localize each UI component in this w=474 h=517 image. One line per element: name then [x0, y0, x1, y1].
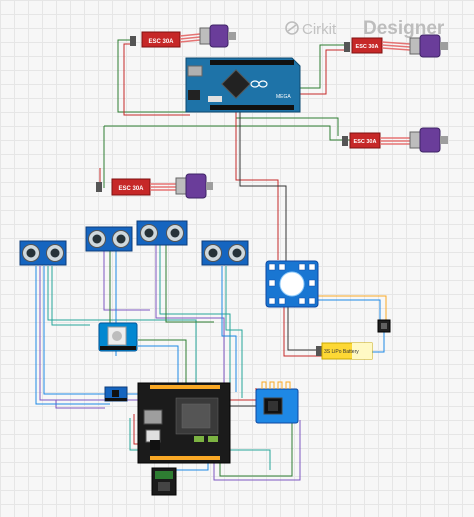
- wire-gps-green[interactable]: [138, 339, 187, 392]
- ultrasonic-sensor-1[interactable]: [19, 240, 67, 266]
- esc-right-mid-motor-wires: [380, 137, 410, 145]
- esc-top-label: ESC 30A: [148, 39, 174, 45]
- wire-esc-right-top-signal[interactable]: [300, 44, 350, 89]
- wire-switch-blue[interactable]: [318, 299, 381, 320]
- power-switch[interactable]: [377, 319, 391, 333]
- wire-switch-yellow[interactable]: [318, 295, 387, 320]
- motor-right-mid[interactable]: [409, 127, 448, 153]
- wire-pdb-battery-pos[interactable]: [283, 300, 322, 357]
- cirkit-designer-logo: Cirkit Designer: [285, 18, 445, 39]
- wire-frame-top[interactable]: [104, 125, 350, 141]
- esc-right-top-label: ESC 30A: [356, 44, 379, 50]
- esc-top-motor-wires: [179, 33, 201, 43]
- esc-right-mid-group[interactable]: ESC 30A: [342, 127, 448, 153]
- wire-esc-right-mid-signal[interactable]: [235, 112, 339, 136]
- esc-right-top-motor-wires: [381, 41, 411, 51]
- wire-imu-purple[interactable]: [55, 400, 105, 409]
- esp32-breakout-board[interactable]: [137, 382, 231, 464]
- esc-top-group[interactable]: ESC 30A: [130, 24, 236, 48]
- esc-left-connector: [96, 182, 102, 192]
- cirkit-logo-icon: [285, 21, 299, 35]
- ultrasonic-sensor-4[interactable]: [201, 240, 249, 266]
- esc-right-mid-label: ESC 30A: [354, 139, 377, 145]
- wire-power-dist[interactable]: [235, 112, 279, 260]
- wire-esc-top-signal[interactable]: [117, 39, 188, 113]
- wire-gps-blue[interactable]: [138, 345, 179, 390]
- esp-usb-port: [143, 409, 163, 425]
- wire-ground-dist[interactable]: [239, 112, 287, 262]
- mcu-chip: [221, 69, 251, 99]
- esc-left-label: ESC 30A: [118, 186, 144, 192]
- ultrasonic-sensor-2[interactable]: [85, 226, 133, 252]
- wire-imu-blue[interactable]: [35, 266, 110, 405]
- esc-top-connector: [130, 36, 136, 46]
- motor-top[interactable]: [199, 24, 236, 48]
- esc-right-top-group[interactable]: ESC 30A: [344, 34, 448, 58]
- wire-us3-teal[interactable]: [159, 244, 231, 395]
- esc-right-top-connector: [344, 42, 350, 52]
- ultrasonic-sensor-3[interactable]: [136, 220, 188, 246]
- gps-module[interactable]: [98, 322, 138, 352]
- esc-left-motor-wires: [150, 183, 176, 191]
- wire-battery-switch[interactable]: [370, 332, 385, 353]
- esc-top-body[interactable]: [141, 31, 181, 48]
- motor-right-top[interactable]: [409, 34, 448, 58]
- esc-left-group[interactable]: ESC 30A: [96, 173, 213, 199]
- esc-right-mid-connector: [342, 136, 348, 146]
- power-jack: [188, 90, 200, 100]
- battery-label: 3S LiPo Battery: [324, 349, 359, 355]
- usb-port: [187, 65, 203, 77]
- wire-esc-right-top-power[interactable]: [300, 49, 350, 95]
- wire-us4-teal[interactable]: [225, 266, 243, 398]
- wire-radio-purple[interactable]: [213, 420, 301, 481]
- infinity-icon: [250, 80, 268, 88]
- header-bottom: [210, 105, 294, 110]
- wire-us3-green[interactable]: [165, 244, 214, 323]
- imu-module[interactable]: [104, 386, 128, 402]
- esp8266-module[interactable]: [255, 381, 299, 424]
- reset-button[interactable]: [208, 96, 222, 102]
- wire-esc-top-power[interactable]: [123, 43, 190, 116]
- lipo-battery[interactable]: 3S LiPo Battery: [316, 342, 373, 360]
- arduino-mega[interactable]: MEGA: [185, 57, 301, 113]
- logo-word-designer: Designer: [363, 18, 445, 39]
- mega-label: MEGA: [276, 94, 291, 100]
- wire-us1-teal-2[interactable]: [51, 266, 90, 326]
- wire-us1-teal[interactable]: [47, 266, 197, 390]
- nrf24-radio-module[interactable]: [151, 467, 177, 496]
- wire-radio-green[interactable]: [219, 420, 293, 477]
- wire-us3-purple[interactable]: [155, 244, 225, 392]
- power-distribution-board[interactable]: [265, 260, 319, 308]
- wire-us4-blue[interactable]: [221, 266, 237, 392]
- header-top: [210, 60, 294, 65]
- logo-word-cirkit: Cirkit: [302, 21, 337, 38]
- motor-left[interactable]: [175, 173, 213, 199]
- wire-pdb-battery-neg[interactable]: [287, 300, 322, 351]
- wire-us2-purple[interactable]: [103, 250, 150, 311]
